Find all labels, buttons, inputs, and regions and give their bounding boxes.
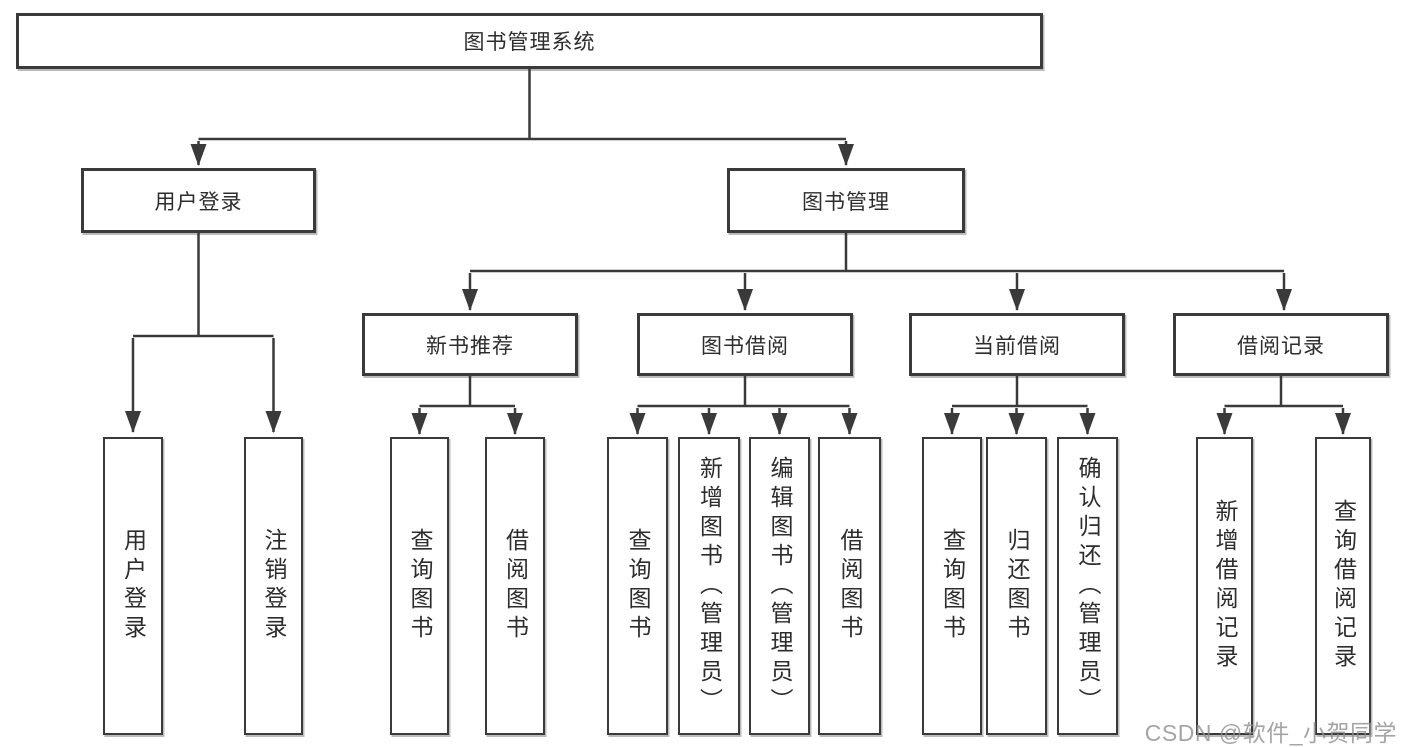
- leaf-add-books-admin: 新增图书（管理员）: [678, 437, 740, 735]
- leaf-return-books: 归还图书: [986, 437, 1047, 735]
- leaf-edit-books-admin: 编辑图书（管理员）: [749, 437, 810, 735]
- leaf-query-books-borrow: 查询图书: [607, 437, 668, 735]
- leaf-add-borrow-record: 新增借阅记录: [1196, 437, 1253, 735]
- leaf-query-books-current: 查询图书: [922, 437, 982, 735]
- leaf-logout-login: 注销登录: [244, 437, 303, 735]
- leaf-user-login: 用户登录: [103, 437, 163, 735]
- leaf-confirm-return-admin: 确认归还（管理员）: [1057, 437, 1118, 735]
- node-current-borrowing: 当前借阅: [909, 313, 1125, 376]
- node-book-borrowing: 图书借阅: [637, 313, 853, 376]
- node-borrowing-records: 借阅记录: [1173, 313, 1389, 376]
- node-new-book-recommend: 新书推荐: [362, 313, 578, 376]
- node-book-management: 图书管理: [727, 168, 965, 233]
- leaf-query-borrow-record: 查询借阅记录: [1315, 437, 1371, 735]
- leaf-borrow-books: 借阅图书: [818, 437, 881, 735]
- node-user-login: 用户登录: [81, 168, 316, 233]
- node-library-management-system: 图书管理系统: [16, 13, 1043, 69]
- csdn-watermark: CSDN @软件_小贺同学: [1144, 720, 1397, 746]
- leaf-borrow-books-recommend: 借阅图书: [485, 437, 545, 735]
- leaf-query-books-recommend: 查询图书: [390, 437, 449, 735]
